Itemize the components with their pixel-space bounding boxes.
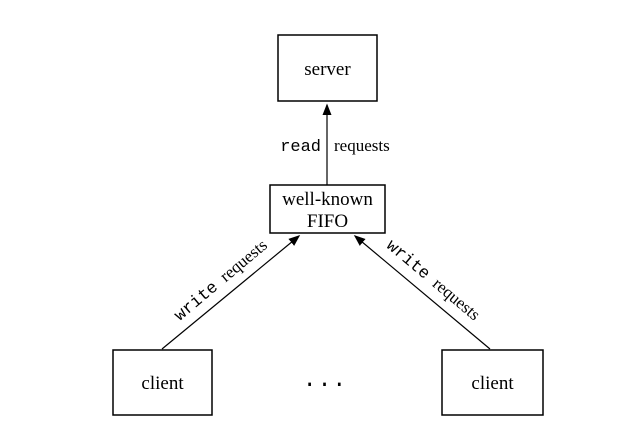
client-right-label: client: [471, 373, 514, 394]
client-left-label: client: [141, 373, 184, 394]
edge-client-right-to-fifo: [353, 235, 491, 350]
write-right-label-object: requests: [429, 274, 484, 324]
edge-client-left-to-fifo: [161, 235, 301, 350]
client-right-box: [441, 349, 544, 416]
write-left-label-object: requests: [216, 235, 271, 285]
fifo-box: [269, 184, 386, 234]
ellipsis-label: ...: [303, 367, 347, 393]
server-label: server: [304, 59, 351, 80]
read-label-object: requests: [334, 136, 390, 155]
write-right-label-syscall: write: [382, 237, 433, 284]
fifo-label-line2: FIFO: [307, 211, 348, 232]
fifo-label-line1: well-known: [282, 189, 373, 210]
write-right-label: write requests: [382, 235, 484, 325]
server-box: [277, 34, 378, 102]
write-left-label-syscall: write: [171, 278, 222, 325]
write-left-label: write requests: [170, 235, 272, 325]
read-label-syscall: read: [280, 138, 321, 157]
client-left-box: [112, 349, 213, 416]
